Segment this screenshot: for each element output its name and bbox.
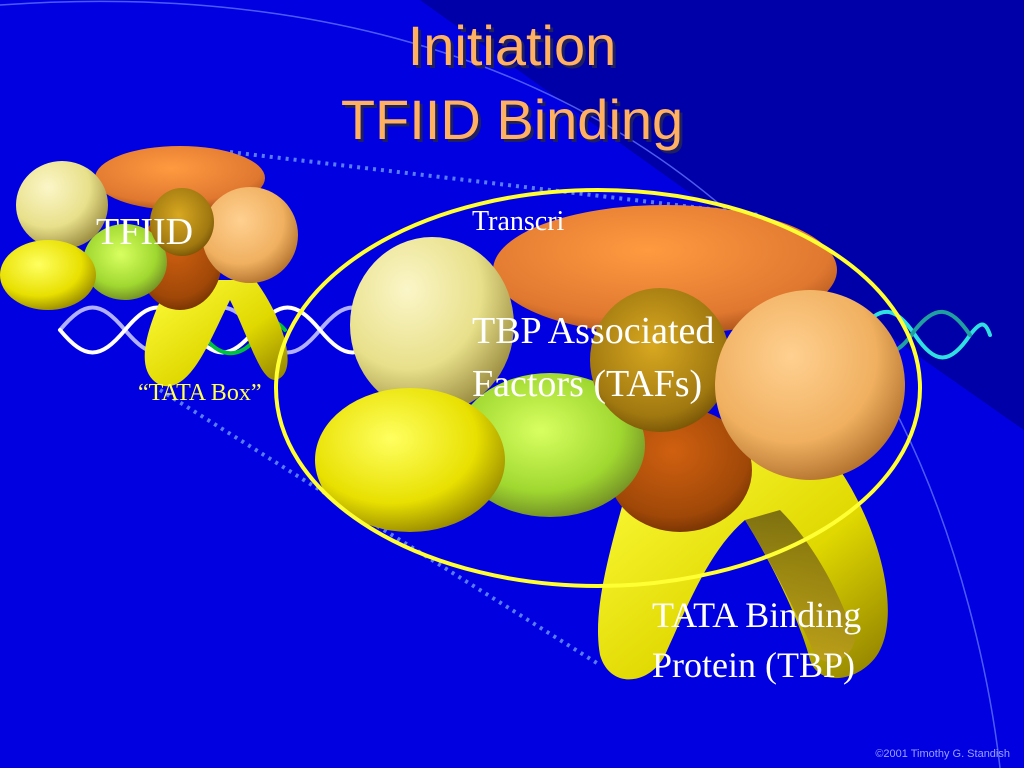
tfiid-complex-large bbox=[315, 205, 905, 680]
tbp-label-line-1: TATA Binding bbox=[652, 595, 862, 635]
highlight-ring bbox=[274, 188, 922, 588]
zoom-line-top bbox=[229, 150, 761, 217]
tafs-label-line-2: Factors (TAFs) bbox=[472, 363, 703, 406]
taf-yellow bbox=[315, 388, 505, 532]
taf-green bbox=[455, 373, 645, 517]
tbp-label: TATA Binding Protein (TBP) bbox=[652, 590, 912, 691]
taf-pale bbox=[350, 237, 514, 413]
tfiid-label: TFIID bbox=[96, 211, 194, 253]
slide-title-line-1: Initiation bbox=[407, 14, 617, 77]
tafs-label-line-1: TBP Associated bbox=[472, 310, 715, 352]
transcription-label: Transcri bbox=[472, 206, 565, 237]
taf-orange bbox=[493, 205, 837, 335]
zoom-line-bottom bbox=[158, 388, 602, 667]
slide-title-line-2: TFIID Binding bbox=[340, 88, 684, 151]
tbp-label-line-2: Protein (TBP) bbox=[652, 645, 855, 686]
tata-box-label: “TATA Box” bbox=[138, 380, 262, 406]
tfiid-complex-small bbox=[0, 146, 298, 387]
tafs-label: TBP Associated Factors (TAFs) bbox=[472, 305, 792, 411]
taf-tan bbox=[715, 290, 905, 480]
taf-gold bbox=[590, 288, 730, 432]
copyright-footer: ©2001 Timothy G. Standish bbox=[875, 748, 1010, 760]
